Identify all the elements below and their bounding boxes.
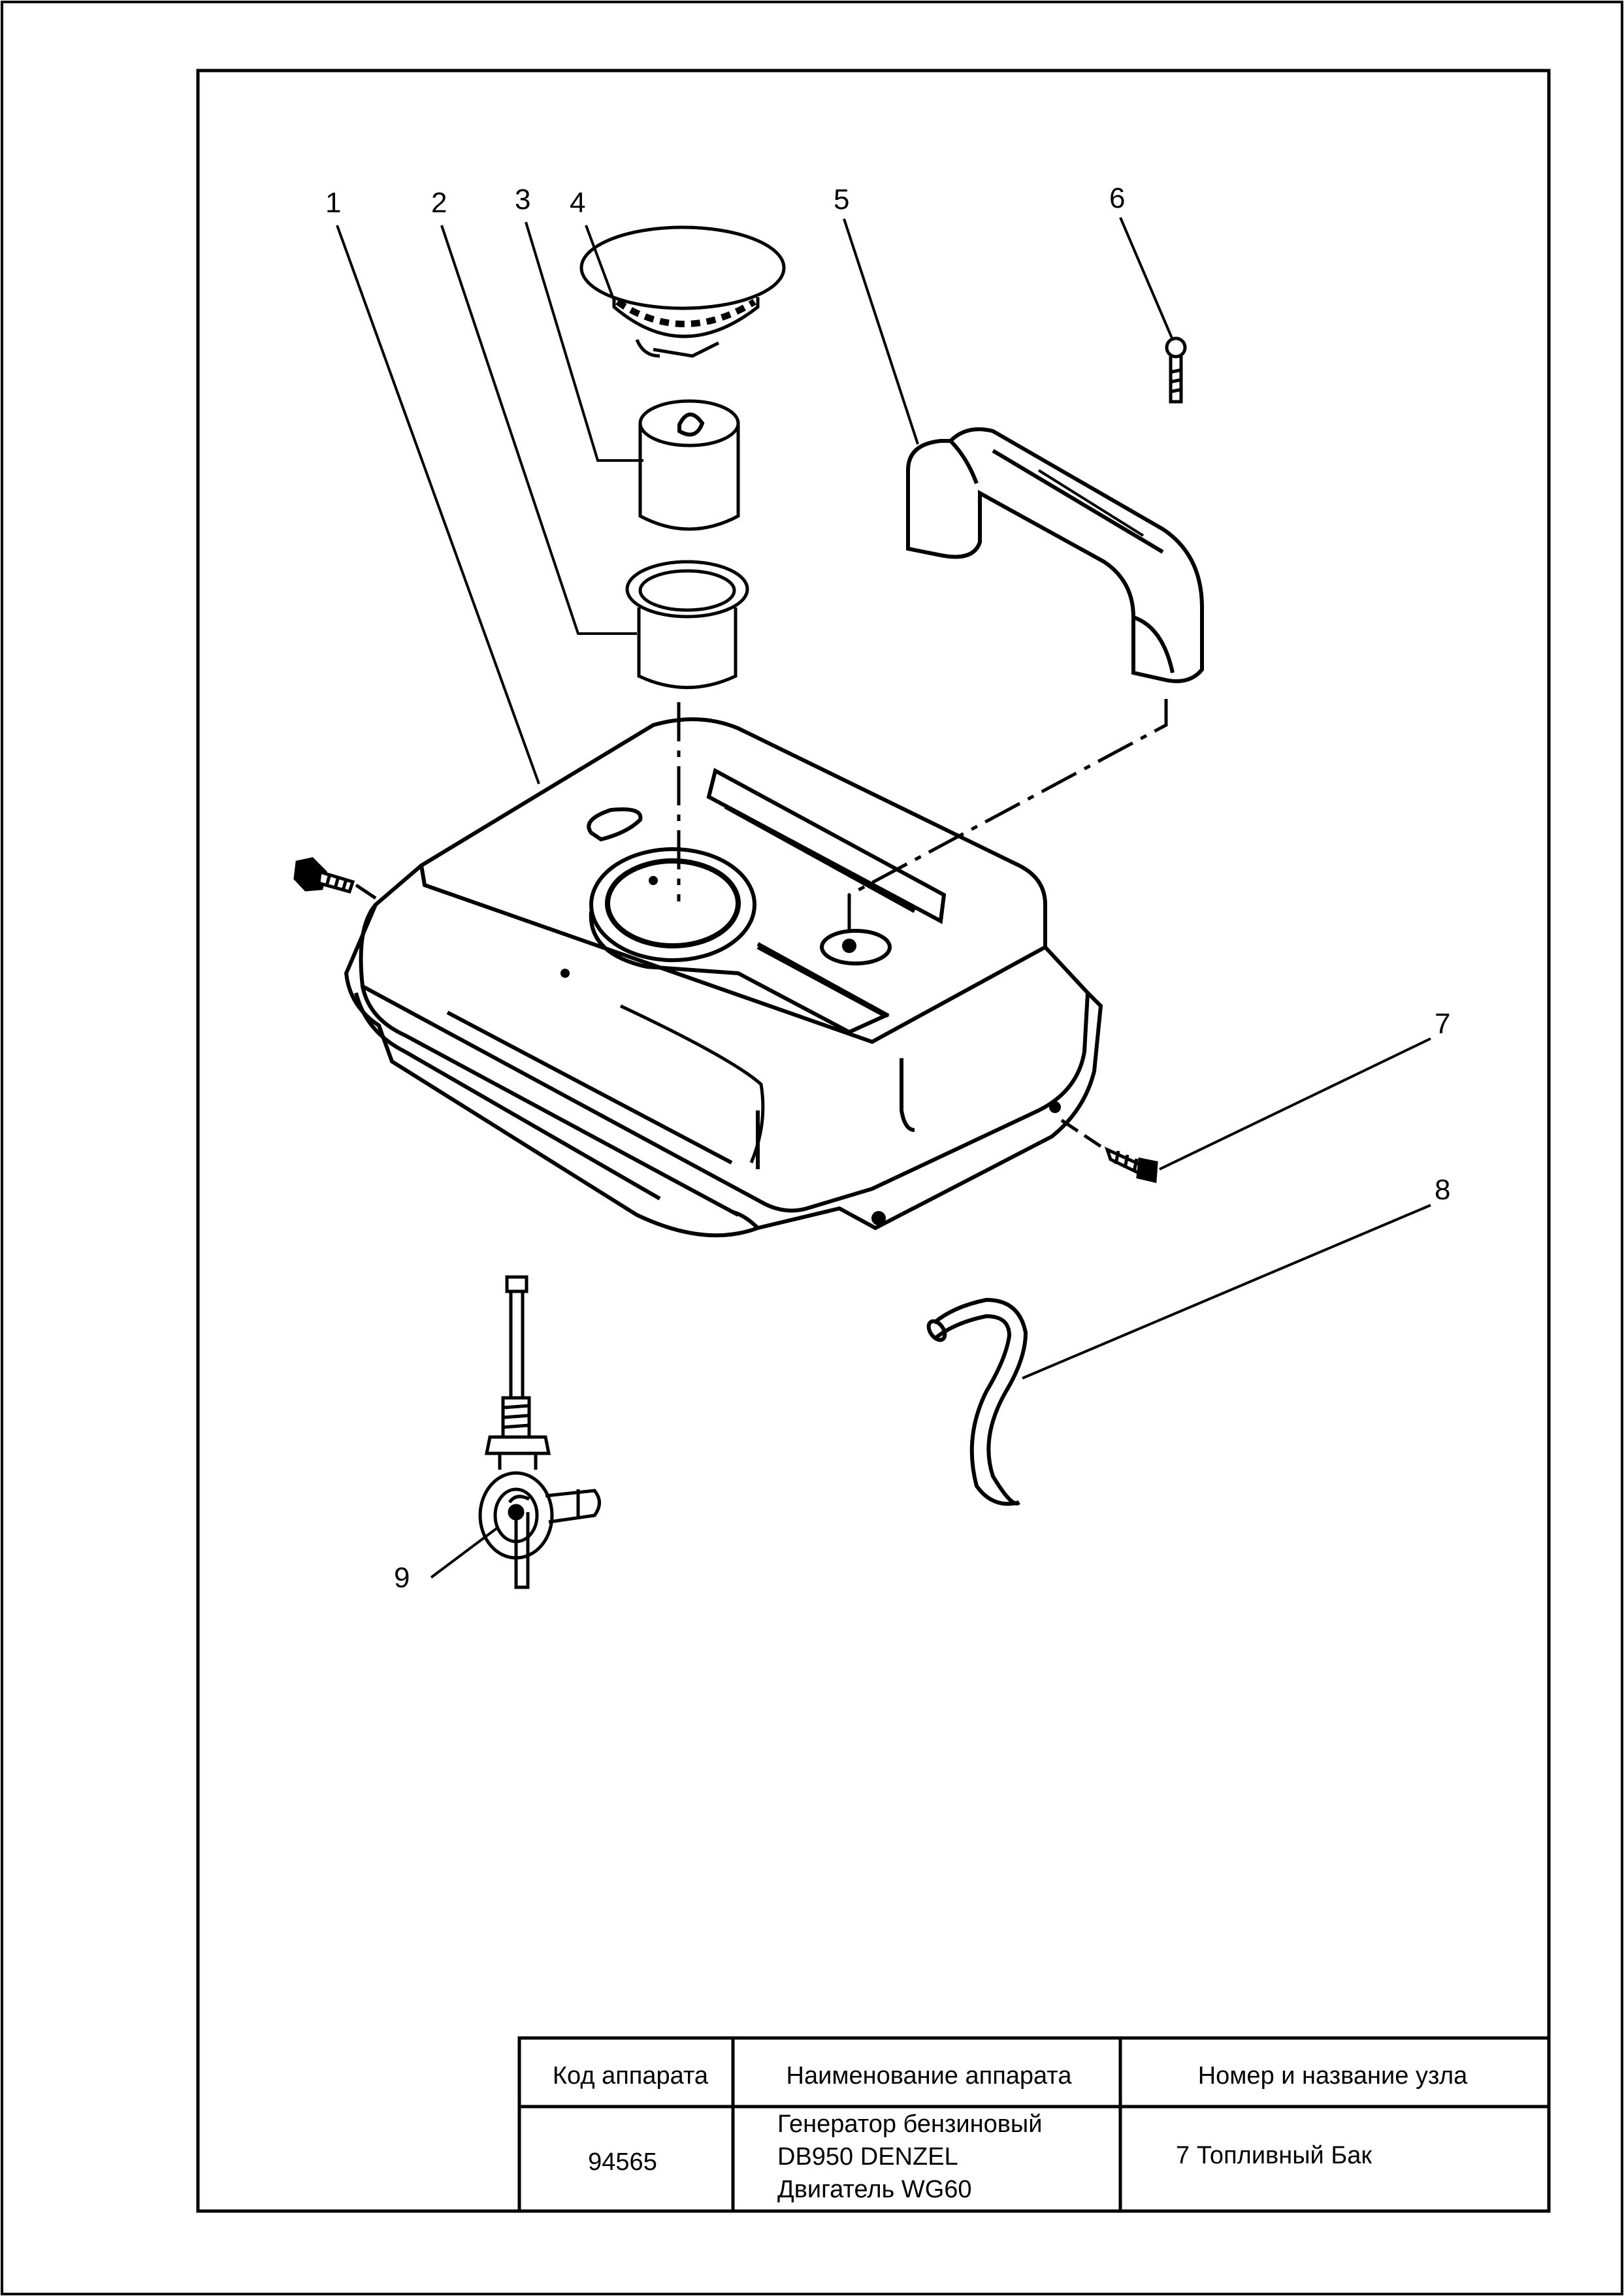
device-code: 94565 (588, 2148, 657, 2176)
callout-6: 6 (1109, 182, 1125, 214)
part-8-fuel-hose (926, 1297, 1028, 1506)
header-device-code: Код аппарата (553, 2062, 709, 2090)
part-7-bolt (1104, 1146, 1158, 1184)
leader-8 (1022, 1204, 1431, 1380)
leader-9 (430, 1527, 498, 1579)
part-4-fuel-cap (579, 225, 786, 358)
header-device-name: Наименование аппарата (787, 2062, 1073, 2090)
leader-3 (525, 221, 643, 462)
drawing-frame (196, 69, 1551, 2213)
callout-7: 7 (1435, 1008, 1450, 1040)
part-2-strainer-sleeve (625, 560, 749, 689)
callout-5: 5 (834, 184, 849, 216)
callout-9: 9 (394, 1562, 410, 1594)
part-1-fuel-tank (344, 717, 1103, 1238)
part-9-fuel-cock (478, 1275, 601, 1589)
leader-4 (585, 225, 615, 301)
callout-4: 4 (570, 187, 585, 219)
device-name-line-1: Генератор бензиновый (777, 2110, 1042, 2138)
leader-1 (336, 225, 540, 784)
header-assembly: Номер и название узла (1198, 2062, 1468, 2090)
device-name-line-2: DB950 DENZEL (777, 2143, 958, 2171)
callout-1: 1 (325, 187, 341, 219)
assembly-centerlines (355, 699, 1168, 1148)
device-name-line-3: Двигатель WG60 (777, 2176, 972, 2203)
part-6-bolt (1165, 336, 1187, 404)
callout-3: 3 (515, 184, 530, 216)
tank-mounting-bolt (293, 857, 355, 894)
leader-6 (1119, 217, 1174, 340)
assembly-name: 7 Топливный Бак (1176, 2142, 1372, 2169)
callout-labels: 1 2 3 4 5 6 7 8 9 (325, 182, 1450, 1594)
callout-leaders (336, 217, 1431, 1579)
part-3-fuel-filter (638, 399, 740, 531)
part-5-handle (906, 427, 1204, 683)
callout-2: 2 (431, 187, 447, 219)
leader-5 (843, 218, 919, 445)
title-block-frame (517, 2036, 1551, 2213)
leader-7 (1159, 1037, 1431, 1171)
title-block: Код аппарата Наименование аппарата Номер… (517, 2036, 1551, 2213)
callout-8: 8 (1435, 1174, 1450, 1206)
leader-2 (440, 225, 637, 635)
